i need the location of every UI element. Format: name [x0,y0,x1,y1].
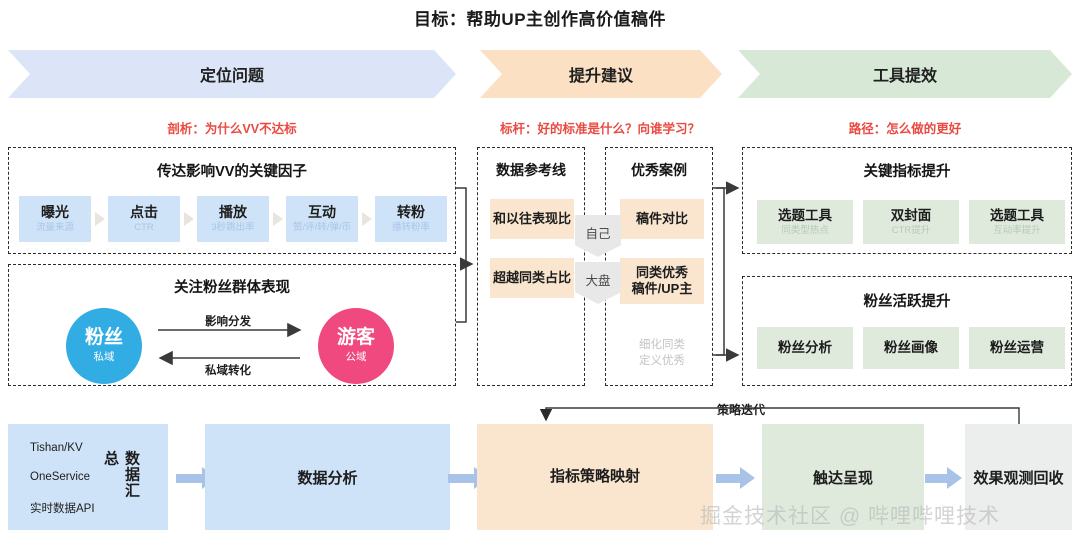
kpi-tool-1-title: 选题工具 [778,207,832,223]
panel-key-factors: 传达影响VV的关键因子 曝光 流量来源 点击 CTR 播放 3秒跳出率 [8,147,456,254]
fanact-tool-1-title: 粉丝分析 [778,340,832,356]
connector-strategy-loop [539,407,1020,424]
kpi-tool-2[interactable]: 双封面 CTR提升 [863,200,959,244]
circle-fans-title: 粉丝 [84,326,123,348]
fanact-tool-3-title: 粉丝运营 [990,340,1044,356]
pipeline-source-1: Tishan/KV [30,442,83,454]
phase-chevron-2-label: 提升建议 [568,68,633,85]
funnel-step-interaction-sub: 赞/评/转/弹/币 [292,221,352,233]
funnel-step-click-title: 点击 [130,203,158,220]
panel-data-baseline-title: 数据参考线 [496,162,566,178]
funnel-step-interaction-title: 互动 [308,203,336,220]
funnel-step-play-sub: 3秒跳出率 [211,221,255,233]
pipeline-stage-delivery[interactable]: 触达呈现 [762,424,924,530]
funnel-step-interaction[interactable]: 互动 赞/评/转/弹/币 [286,196,358,242]
panel-key-factors-title: 传达影响VV的关键因子 [157,164,307,180]
funnel-arrow-icon [183,212,194,226]
kpi-tool-1[interactable]: 选题工具 同类型热点 [757,200,853,244]
circle-visitors-title: 游客 [336,326,375,348]
case-item-1[interactable]: 稿件对比 [620,199,704,239]
baseline-item-2[interactable]: 超越同类占比 [490,258,574,298]
kpi-tool-3-sub: 互动率提升 [993,225,1041,237]
connector-left-to-middle [456,187,474,323]
funnel-arrow-icon [272,212,283,226]
funnel-arrow-icon [94,212,105,226]
baseline-item-1[interactable]: 和以往表现比 [490,199,574,239]
phase-chevron-1[interactable]: 定位问题 [8,50,456,98]
pipeline-source-box[interactable]: Tishan/KV OneService 实时数据API 数据汇总 [8,424,168,530]
fanact-tool-3[interactable]: 粉丝运营 [969,327,1065,369]
panel-fan-activity-title: 粉丝活跃提升 [863,294,951,310]
circle-fans[interactable]: 粉丝 私域 [66,308,142,384]
fanact-tool-2[interactable]: 粉丝画像 [863,327,959,369]
phase-subtitle-1: 剖析：为什么VV不达标 [167,122,297,136]
panel-kpi-improvement-title: 关键指标提升 [863,164,951,180]
funnel-step-exposure[interactable]: 曝光 流量来源 [19,196,91,242]
funnel-step-exposure-title: 曝光 [41,203,69,220]
fanact-tool-2-title: 粉丝画像 [884,340,938,356]
funnel-step-play-title: 播放 [219,203,247,220]
banner-self-label: 自己 [585,227,611,241]
circle-visitors-sub: 公域 [345,351,367,364]
pipeline-arrow-4-icon [925,467,962,489]
funnel-step-fanconv[interactable]: 转粉 播转粉率 [375,196,447,242]
pipeline-stage-measurement[interactable]: 效果观测回收 [965,424,1072,530]
funnel-step-play[interactable]: 播放 3秒跳出率 [197,196,269,242]
circle-visitors[interactable]: 游客 公域 [318,308,394,384]
phase-subtitle-3: 路径：怎么做的更好 [848,122,962,136]
case-item-2[interactable]: 同类优秀 稿件/UP主 [620,258,704,304]
banner-market-label: 大盘 [585,274,611,288]
pipeline-loop-label: 策略迭代 [712,401,771,418]
case-ghost-note: 细化同类 定义优秀 [639,339,685,367]
kpi-tool-3[interactable]: 选题工具 互动率提升 [969,200,1065,244]
page-title: 目标：帮助UP主创作高价值稿件 [413,10,667,29]
pipeline-stage-mapping[interactable]: 指标策略映射 [477,424,713,530]
pipeline-source-label: 数据汇总 [102,450,140,499]
connector-middle-to-right [713,181,740,362]
funnel-step-click-sub: CTR [134,221,154,233]
funnel-arrow-icon [361,212,372,226]
kpi-tool-2-sub: CTR提升 [891,225,931,237]
panel-excellent-cases-title: 优秀案例 [631,162,687,178]
kpi-tool-3-title: 选题工具 [990,207,1044,223]
funnel-step-fanconv-title: 转粉 [397,203,425,220]
phase-chevron-3[interactable]: 工具提效 [738,50,1072,98]
phase-chevron-1-label: 定位问题 [199,68,264,85]
kpi-tool-1-sub: 同类型热点 [781,225,829,237]
pipeline-arrow-3-icon [716,467,755,489]
funnel-step-click[interactable]: 点击 CTR [108,196,180,242]
fan-flow-label-bottom: 私域转化 [205,365,251,377]
fanact-tool-1[interactable]: 粉丝分析 [757,327,853,369]
phase-subtitle-2: 标杆：好的标准是什么？向谁学习？ [499,122,700,136]
panel-fan-group-title: 关注粉丝群体表现 [174,280,290,296]
funnel-step-fanconv-sub: 播转粉率 [391,221,430,233]
watermark: 掘金技术社区 @ 哔哩哔哩技术 [700,505,1000,528]
pipeline-source-2: OneService [30,471,91,483]
fan-flow-label-top: 影响分发 [205,316,251,328]
kpi-tool-2-title: 双封面 [890,207,932,223]
phase-chevron-2[interactable]: 提升建议 [480,50,722,98]
pipeline-stage-analysis[interactable]: 数据分析 [205,424,450,530]
circle-fans-sub: 私域 [93,351,115,364]
phase-chevron-3-label: 工具提效 [872,68,937,85]
funnel-step-exposure-sub: 流量来源 [35,221,74,233]
pipeline-source-3: 实时数据API [30,503,95,515]
